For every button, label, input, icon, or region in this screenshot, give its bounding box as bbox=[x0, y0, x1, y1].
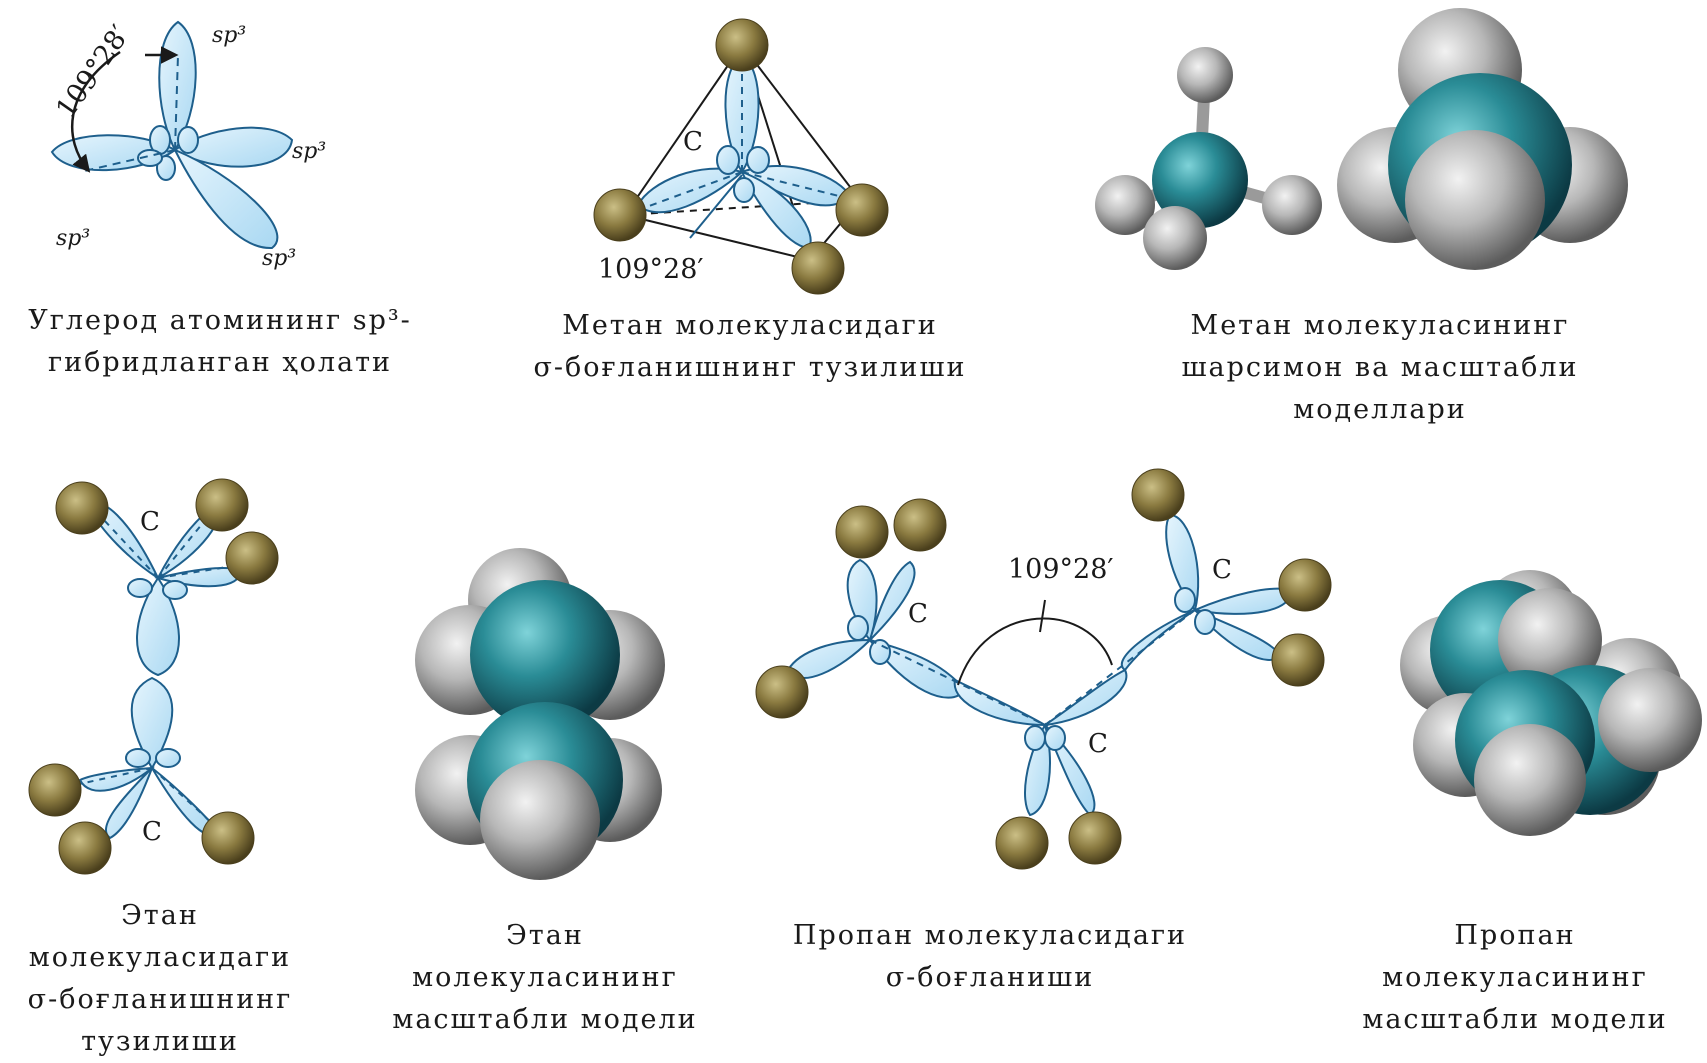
ethane-sigma-figure: C C bbox=[28, 478, 279, 875]
angle-arrow bbox=[70, 50, 121, 173]
sp3-label: sp³ bbox=[262, 246, 296, 271]
methane-space-filling bbox=[1337, 8, 1628, 270]
angle-label: 109°28′ bbox=[598, 254, 704, 285]
hydrogen-atoms bbox=[593, 18, 889, 295]
sp3-label: sp³ bbox=[292, 139, 326, 164]
sp3-label: sp³ bbox=[56, 226, 90, 251]
orbital-lobes bbox=[636, 54, 852, 250]
angle-label: 109°28′ bbox=[1008, 554, 1114, 585]
carbon-label: C bbox=[142, 817, 162, 847]
caption-methane-models: Метан молекуласининг шарсимон ва масштаб… bbox=[1181, 310, 1579, 425]
propane-sigma-figure: C C C 109°28′ bbox=[755, 468, 1332, 870]
orbital-lobes bbox=[78, 502, 242, 840]
angle-label: 109°28′ bbox=[50, 20, 136, 124]
methane-ball-and-stick bbox=[1095, 47, 1322, 270]
sp3-label: sp³ bbox=[212, 23, 246, 48]
carbon-label: C bbox=[683, 127, 703, 157]
caption-propane-sigma: Пропан молекуласидаги σ-боғланиши bbox=[792, 920, 1188, 993]
carbon-label: C bbox=[1088, 729, 1108, 759]
orbital-lobes bbox=[50, 20, 294, 250]
caption-sp3-state: Углерод атомининг sp³- гибридланган ҳола… bbox=[28, 305, 412, 378]
angle-arc bbox=[957, 617, 1113, 686]
carbon-label: C bbox=[908, 599, 928, 629]
sp3-hybrid-figure: 109°28′ sp³ sp³ sp³ sp³ bbox=[50, 20, 326, 271]
propane-space-filling bbox=[1400, 570, 1702, 836]
hydrogen-atoms bbox=[755, 468, 1332, 870]
carbon-label: C bbox=[140, 507, 160, 537]
axis-dashes bbox=[79, 54, 179, 173]
caption-ethane-model: Этан молекуласининг масштабли модели bbox=[392, 920, 698, 1035]
hydrogen-atoms bbox=[28, 478, 279, 875]
ethane-space-filling bbox=[415, 548, 665, 880]
bond-dashes bbox=[629, 58, 856, 214]
caption-ethane-sigma: Этан молекуласидаги σ-боғланишнинг тузил… bbox=[27, 900, 293, 1057]
caption-methane-sigma: Метан молекуласидаги σ-боғланишнинг тузи… bbox=[533, 310, 967, 383]
methane-sigma-figure: C 109°28′ bbox=[593, 18, 889, 295]
caption-propane-model: Пропан молекуласининг масштабли модели bbox=[1362, 920, 1668, 1035]
carbon-label: C bbox=[1212, 555, 1232, 585]
